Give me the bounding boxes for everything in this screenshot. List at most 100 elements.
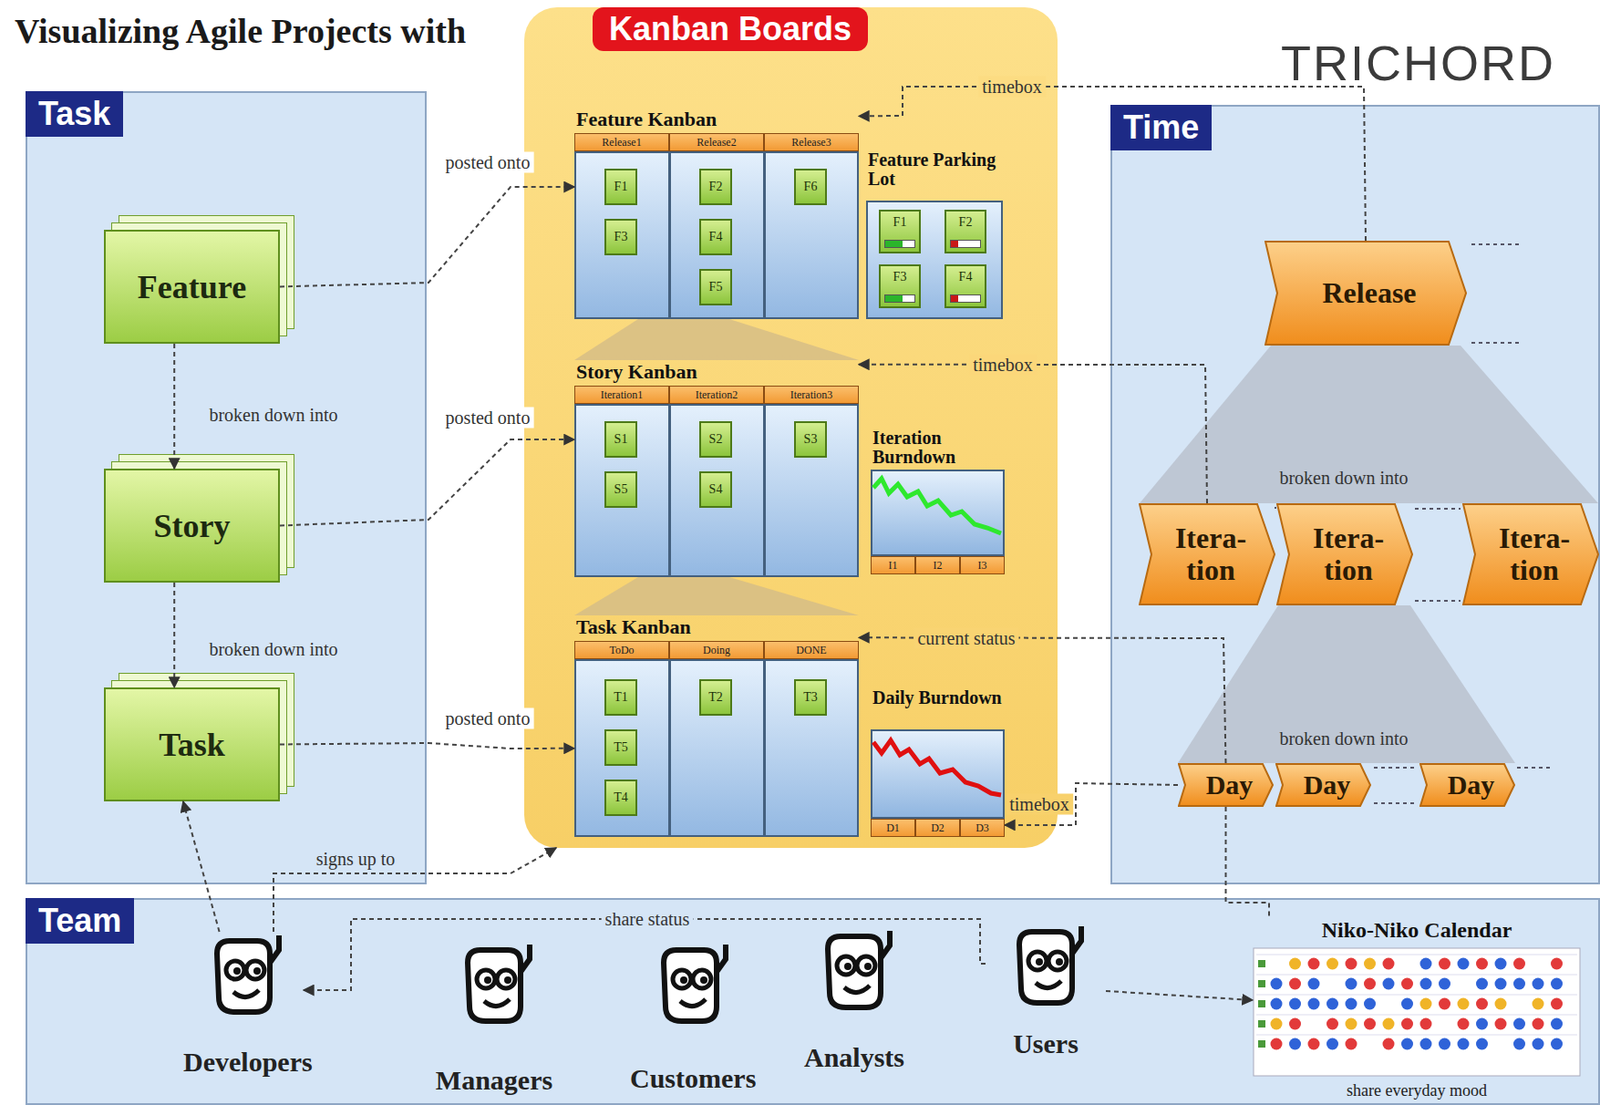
column-header: Doing	[669, 640, 764, 660]
node-text: F3	[614, 229, 629, 245]
icon-stroke	[880, 930, 890, 959]
card: T4	[604, 779, 638, 816]
node-text: Release	[1321, 276, 1416, 310]
burndown-line	[873, 478, 1002, 534]
mood-mark	[1258, 1020, 1266, 1028]
icon-stroke	[1072, 926, 1082, 954]
parking-lot: Feature Parking LotF1F2F3F4	[866, 150, 1003, 320]
mood-mark	[1345, 1018, 1358, 1031]
continuation-dash	[1274, 506, 1277, 509]
person-icon	[813, 927, 896, 1019]
work-item-box: Story	[103, 468, 280, 583]
mood-mark	[1438, 958, 1451, 971]
icon-stroke	[520, 944, 530, 972]
progress-bar	[949, 239, 981, 248]
mood-mark	[1363, 1018, 1376, 1031]
day-chevron: Day	[1177, 763, 1274, 807]
icon-stroke	[680, 999, 706, 1007]
dotted-connector	[173, 582, 176, 688]
node-text: Story Kanban	[576, 360, 698, 384]
node-text: F2	[709, 179, 723, 195]
mood-mark	[1383, 978, 1395, 991]
niko-niko-calendar: Niko-Niko Calendarshare everyday mood	[1252, 918, 1581, 1101]
dotted-connector	[1226, 806, 1270, 919]
mood-mark	[1308, 978, 1321, 991]
card: F1	[604, 168, 638, 206]
kanban-board: Feature KanbanF1F3F2F4F5F6Release1Releas…	[574, 107, 859, 320]
dotted-connector	[279, 439, 575, 527]
column-header: Release2	[669, 133, 764, 152]
dotted-connector	[273, 847, 557, 932]
node-text: F4	[959, 269, 973, 285]
mood-mark	[1457, 998, 1470, 1011]
continuation-dash	[1414, 507, 1461, 510]
icon-stroke	[233, 990, 259, 998]
icon-stroke	[1048, 951, 1067, 971]
mood-mark	[1401, 1038, 1414, 1051]
mood-mark	[1258, 960, 1266, 968]
continuation-dash	[1517, 766, 1552, 769]
dotted-connector	[1105, 990, 1253, 1001]
icon-stroke	[484, 976, 492, 984]
mood-mark	[1383, 1038, 1395, 1051]
node-text: Day	[1303, 769, 1352, 801]
kanban-panel: Kanban BoardsFeature KanbanF1F3F2F4F5F6R…	[524, 7, 1058, 848]
node-text: S3	[804, 432, 818, 447]
breakdown-trapezoid	[1139, 345, 1599, 504]
node-text: S1	[614, 432, 629, 447]
note-label: broken down into	[1279, 728, 1408, 750]
node-text: Kanban Boards	[592, 7, 868, 52]
plot-area	[871, 470, 1004, 556]
team-member: Analysts	[794, 927, 915, 1074]
mood-mark	[1256, 954, 1578, 956]
mood-mark	[1495, 958, 1508, 971]
connector-label: current status	[913, 628, 1019, 650]
column-header: I1	[870, 556, 916, 575]
iteration-chevron: Itera- tion	[1462, 503, 1600, 606]
icon-stroke	[226, 960, 245, 980]
person-icon	[453, 940, 536, 1033]
card: S2	[699, 421, 733, 458]
plot-area	[871, 730, 1004, 818]
icon-stroke	[269, 935, 279, 963]
node-text: T4	[613, 790, 629, 806]
mood-mark	[1326, 1018, 1339, 1031]
mood-mark	[1476, 978, 1488, 991]
card: S3	[794, 421, 827, 458]
column-header: DONE	[763, 640, 859, 660]
mood-mark	[1495, 978, 1508, 991]
mood-mark	[1438, 998, 1451, 1011]
zoom-trapezoid	[574, 319, 859, 361]
continuation-dash	[1414, 599, 1461, 602]
connector-label: broken down into	[205, 404, 341, 426]
node-text: Feature	[137, 268, 247, 307]
mood-mark	[1383, 958, 1395, 971]
release-chevron: Release	[1264, 240, 1467, 346]
mood-mark	[1308, 998, 1321, 1011]
node-text: Daily Burndown	[872, 688, 1007, 708]
node-text: Itera- tion	[1160, 522, 1261, 587]
zoom-trapezoid	[574, 577, 859, 616]
node-text: Developers	[183, 1046, 304, 1078]
mood-mark	[1326, 998, 1339, 1011]
node-text: Task	[25, 91, 124, 137]
icon-stroke	[680, 976, 688, 984]
work-item-box: Task	[103, 687, 280, 802]
mood-mark	[1532, 998, 1545, 1011]
icon-stroke	[716, 944, 726, 972]
mood-mark	[1345, 978, 1358, 991]
parking-card: F1	[878, 209, 921, 254]
mood-mark	[1513, 1038, 1526, 1051]
icon-stroke	[484, 999, 510, 1007]
column-header: I3	[960, 556, 1005, 575]
mood-mark	[1513, 958, 1526, 971]
burndown-chart: Iteration BurndownI1I2I3	[870, 428, 1005, 575]
mood-mark	[1476, 998, 1488, 1011]
mood-mark	[1345, 958, 1358, 971]
mood-mark	[1420, 998, 1433, 1011]
continuation-dash	[1471, 243, 1520, 246]
connector-label: signs up to	[312, 848, 400, 870]
mood-mark	[1256, 1034, 1578, 1036]
breakdown-trapezoid	[1177, 605, 1516, 764]
